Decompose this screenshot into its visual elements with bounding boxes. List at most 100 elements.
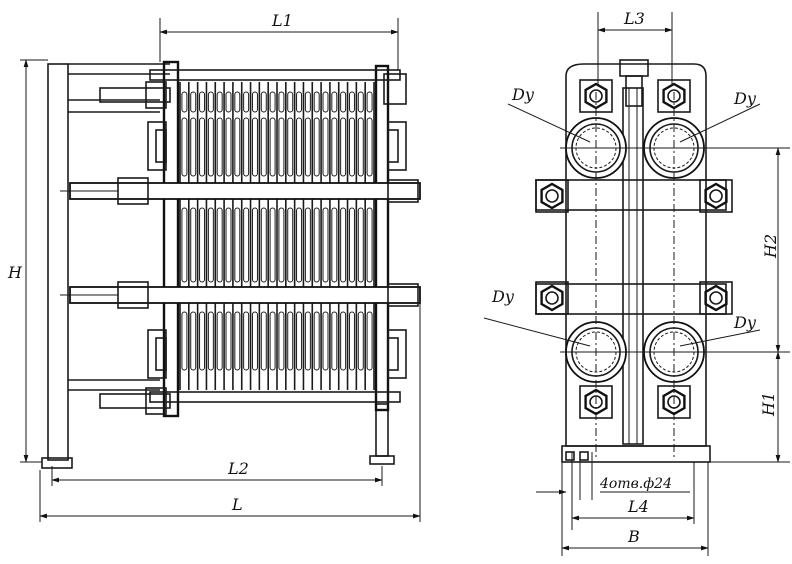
bottom-guide-bar — [149, 391, 401, 403]
plate-pack — [179, 82, 375, 390]
plate-corrugation — [199, 311, 206, 371]
plate-corrugation — [322, 207, 329, 283]
bolt-head — [699, 281, 733, 315]
plate-corrugation — [243, 117, 250, 177]
upper-crossbar — [535, 179, 727, 211]
bolt-hole-note-text: 4отв.ф24 — [599, 476, 672, 492]
plate-corrugation — [287, 91, 294, 113]
plate-corrugation — [366, 91, 373, 113]
plate-corrugation — [296, 207, 303, 283]
plate-corrugation — [243, 207, 250, 283]
plate-corrugation — [269, 117, 276, 177]
plate-corrugation — [251, 311, 258, 371]
nozzle-upper-left — [147, 121, 167, 171]
dimension-l4 — [571, 462, 695, 524]
plate-corrugation — [234, 91, 241, 113]
plate-corrugation — [207, 207, 214, 283]
top-guide-bar — [149, 69, 401, 81]
plate-corrugation — [322, 311, 329, 371]
plate-corrugation — [269, 91, 276, 113]
plate-corrugation — [207, 91, 214, 113]
tie-rod-upper — [60, 177, 421, 205]
plate-corrugation — [199, 91, 206, 113]
label-l: L — [231, 495, 243, 514]
plate-corrugation — [296, 117, 303, 177]
nozzle-upper-right — [387, 121, 407, 171]
plate-corrugation — [260, 207, 267, 283]
plate-corrugation — [251, 207, 258, 283]
plate-corrugation — [199, 207, 206, 283]
plate-corrugation — [190, 91, 197, 113]
tie-rod-bottom — [99, 387, 171, 415]
label-dy-upper-right: Dy — [733, 89, 757, 108]
plate-corrugation — [181, 207, 188, 283]
plate-corrugation — [216, 117, 223, 177]
plate-corrugation — [278, 91, 285, 113]
plate-corrugation — [357, 311, 364, 371]
front-base — [561, 445, 711, 463]
plate-corrugation — [348, 117, 355, 177]
plate-corrugation — [251, 117, 258, 177]
lower-crossbar — [535, 283, 727, 315]
plate-corrugation — [260, 117, 267, 177]
plate-corrugation — [269, 207, 276, 283]
plate-corrugation — [304, 91, 311, 113]
label-b: B — [627, 527, 640, 546]
plate-corrugation — [348, 207, 355, 283]
tie-rod-top — [99, 81, 171, 109]
plate-corrugation — [340, 311, 347, 371]
plate-corrugation — [287, 207, 294, 283]
plate-corrugation — [260, 311, 267, 371]
plate-corrugation — [216, 311, 223, 371]
plate-corrugation — [331, 311, 338, 371]
plate-corrugation — [207, 117, 214, 177]
bolt-head — [535, 281, 569, 315]
plate-corrugation — [348, 91, 355, 113]
label-l3: L3 — [623, 9, 645, 28]
plate-corrugation — [331, 91, 338, 113]
fixed-plate — [162, 60, 180, 418]
plate-corrugation — [190, 117, 197, 177]
plate-corrugation — [331, 117, 338, 177]
nozzle-lower-right — [387, 329, 407, 379]
plate-corrugation — [243, 91, 250, 113]
right-stand — [369, 73, 407, 465]
plate-corrugation — [366, 117, 373, 177]
plate-corrugation — [348, 311, 355, 371]
plate-corrugation — [296, 311, 303, 371]
dimension-l1 — [159, 18, 399, 70]
label-dy-lower-left: Dy — [491, 287, 515, 306]
plate-corrugation — [340, 207, 347, 283]
plate-corrugation — [304, 117, 311, 177]
plate-corrugation — [225, 207, 232, 283]
dimension-l2 — [51, 466, 383, 486]
label-l4: L4 — [627, 497, 649, 516]
plate-corrugation — [313, 207, 320, 283]
label-dy-upper-left: Dy — [511, 85, 535, 104]
plate-corrugation — [181, 91, 188, 113]
plate-corrugation — [287, 311, 294, 371]
plate-corrugation — [251, 91, 258, 113]
plate-corrugation — [278, 207, 285, 283]
plate-corrugation — [366, 311, 373, 371]
plate-corrugation — [260, 91, 267, 113]
plate-corrugation — [207, 311, 214, 371]
plate-corrugation — [357, 207, 364, 283]
plate-corrugation — [216, 91, 223, 113]
plate-corrugation — [287, 117, 294, 177]
plate-corrugation — [225, 311, 232, 371]
dimension-h — [20, 59, 48, 463]
plate-corrugation — [296, 91, 303, 113]
plate-corrugation — [181, 311, 188, 371]
plate-corrugation — [313, 117, 320, 177]
plate-corrugation — [199, 117, 206, 177]
plate-corrugation — [269, 311, 276, 371]
nozzle-lower-left — [147, 329, 167, 379]
label-dy-lower-right: Dy — [733, 313, 757, 332]
plate-corrugation — [216, 207, 223, 283]
plate-corrugation — [322, 91, 329, 113]
left-stand — [41, 63, 170, 469]
label-h2: H2 — [761, 234, 780, 259]
plate-corrugation — [234, 207, 241, 283]
